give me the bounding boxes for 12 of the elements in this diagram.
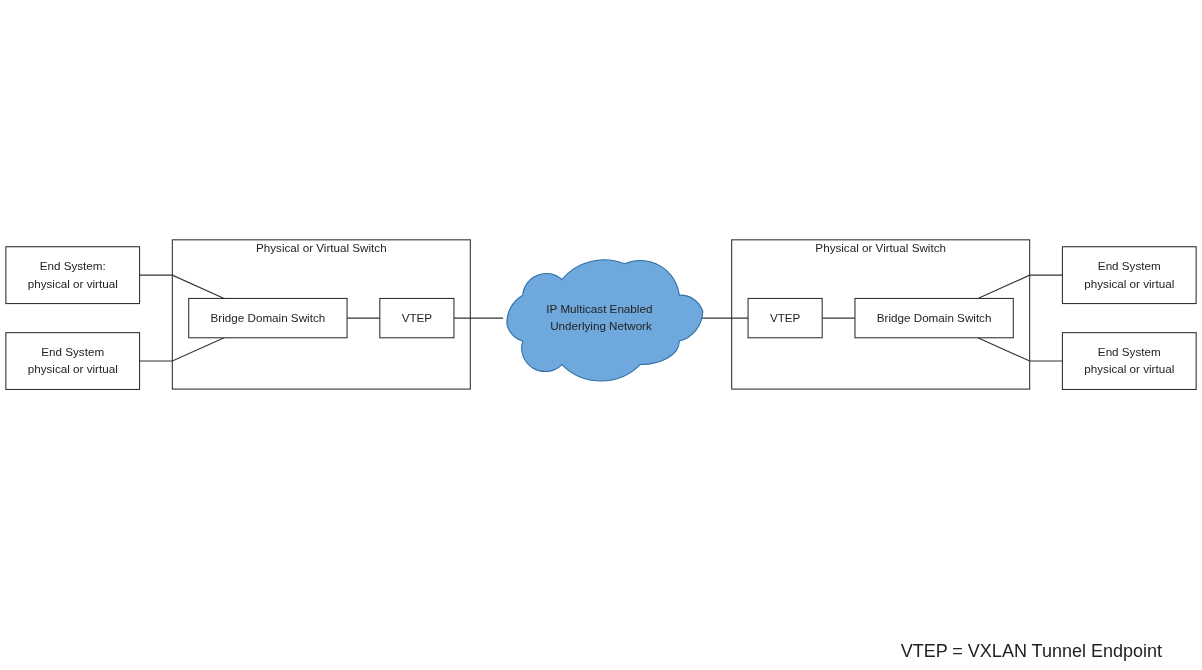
node-box: End System physical or virtual xyxy=(1061,332,1197,391)
node-box: Bridge Domain Switch xyxy=(854,298,1014,339)
connector xyxy=(977,274,1063,300)
connector xyxy=(139,274,225,300)
node-box: VTEP xyxy=(747,298,823,339)
node-box: End System physical or virtual xyxy=(5,332,141,391)
connector xyxy=(453,317,504,319)
node-box: End System: physical or virtual xyxy=(5,246,141,305)
node-box: Bridge Domain Switch xyxy=(188,298,348,339)
node-box: VTEP xyxy=(379,298,455,339)
footnote: VTEP = VXLAN Tunnel Endpoint xyxy=(900,641,1162,662)
node-box: End System physical or virtual xyxy=(1061,246,1197,305)
